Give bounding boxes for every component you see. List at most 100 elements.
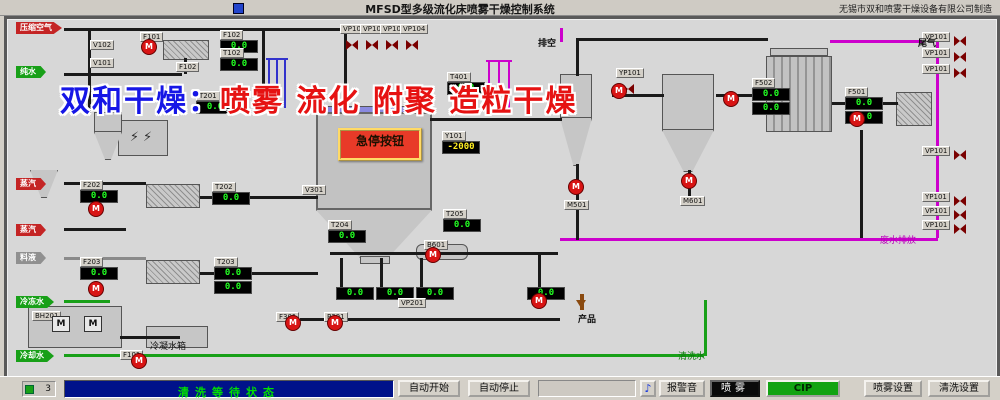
valve-icon[interactable] bbox=[954, 205, 966, 220]
valve-icon[interactable] bbox=[954, 145, 966, 160]
pipe bbox=[488, 62, 490, 108]
pipe bbox=[268, 60, 270, 108]
inlet-arrow: 料液 bbox=[16, 252, 46, 264]
text-label: 尾气 bbox=[918, 39, 937, 49]
value-display: 0.0 bbox=[214, 281, 252, 294]
text-label: 产品 bbox=[578, 315, 597, 325]
pipe bbox=[704, 300, 707, 356]
inlet-arrow: 蒸汽 bbox=[16, 178, 46, 190]
valve-icon[interactable] bbox=[366, 35, 378, 50]
cyclone-2-body bbox=[662, 74, 714, 130]
value-display: 0.0 bbox=[845, 97, 883, 110]
agitator-motor: M bbox=[52, 316, 70, 332]
motor-pump[interactable]: M bbox=[285, 315, 301, 331]
motor-pump[interactable]: M bbox=[88, 281, 104, 297]
valve-tag-label: VP101 bbox=[922, 32, 951, 42]
cip-button[interactable]: CIP bbox=[766, 380, 840, 397]
status-led-icon bbox=[25, 385, 34, 394]
motor-pump[interactable]: M bbox=[681, 173, 697, 189]
valve-icon[interactable] bbox=[346, 35, 358, 50]
value-display: 0.0 bbox=[212, 192, 250, 205]
valve-icon[interactable] bbox=[954, 31, 966, 46]
tag-label: T203 bbox=[214, 257, 238, 267]
valve-icon[interactable] bbox=[386, 35, 398, 50]
pipe bbox=[580, 294, 584, 310]
company-name: 无锡市双和喷雾干燥设备有限公司制造 bbox=[838, 5, 992, 15]
alarm-sound-button[interactable]: 报警音 bbox=[659, 380, 705, 397]
tag-label: M601 bbox=[680, 196, 706, 206]
status-text: 清洗等待状态 bbox=[178, 386, 280, 399]
footer-blank-panel bbox=[538, 380, 636, 397]
tag-label: V301 bbox=[302, 185, 327, 195]
alarm-sound-icon[interactable]: ♪ bbox=[640, 380, 656, 397]
lightning-icon: ⚡⚡ bbox=[129, 130, 157, 145]
inlet-arrow: 压缩空气 bbox=[16, 22, 62, 34]
pipe bbox=[560, 28, 563, 42]
screen-index-value: 3 bbox=[45, 384, 51, 394]
cyclone-1-body bbox=[560, 74, 592, 118]
clean-settings-button[interactable]: 清洗设置 bbox=[928, 380, 990, 397]
tag-label: F102 bbox=[220, 30, 244, 40]
motor-pump[interactable]: M bbox=[327, 315, 343, 331]
motor-pump[interactable]: M bbox=[723, 91, 739, 107]
value-display: 0.0 bbox=[416, 287, 454, 300]
emergency-stop-button[interactable]: 急停按钮 bbox=[338, 128, 422, 161]
tag-label: T202 bbox=[212, 182, 236, 192]
pipe bbox=[448, 252, 558, 255]
value-display: -2000 bbox=[442, 141, 480, 154]
inlet-arrow: 蒸汽 bbox=[16, 224, 46, 236]
electrostatic-filter: ⚡⚡ bbox=[118, 120, 168, 156]
motor-pump[interactable]: M bbox=[611, 83, 627, 99]
valve-tag-label: YP101 bbox=[616, 68, 644, 78]
tag-label: F203 bbox=[80, 257, 104, 267]
pipe bbox=[612, 94, 664, 97]
air-heater bbox=[163, 40, 209, 60]
pipe bbox=[200, 272, 318, 275]
motor-pump[interactable]: M bbox=[425, 247, 441, 263]
inlet-arrow: 冷冻水 bbox=[16, 296, 54, 308]
auto-start-button[interactable]: 自动开始 bbox=[398, 380, 460, 397]
pipe bbox=[88, 31, 91, 113]
steam-heater-1 bbox=[146, 184, 200, 208]
pipe bbox=[64, 257, 146, 260]
motor-pump[interactable]: M bbox=[88, 201, 104, 217]
valve-icon[interactable] bbox=[954, 47, 966, 62]
pipe bbox=[486, 60, 512, 62]
pipe bbox=[420, 258, 423, 288]
motor-pump[interactable]: M bbox=[849, 111, 865, 127]
motor-pump[interactable]: M bbox=[131, 353, 147, 369]
window-icon bbox=[233, 3, 244, 14]
pipe bbox=[936, 42, 939, 238]
valve-tag-label: VP101 bbox=[922, 64, 951, 74]
value-display: 0.0 bbox=[80, 267, 118, 280]
title-bar: MFSD型多级流化床喷雾干燥控制系统 无锡市双和喷雾干燥设备有限公司制造 bbox=[0, 0, 1000, 16]
valve-icon[interactable] bbox=[954, 219, 966, 234]
spray-button[interactable]: 喷雾 bbox=[710, 380, 760, 397]
text-label: 废水排放 bbox=[880, 236, 917, 246]
pipe bbox=[120, 336, 180, 339]
tag-label: T205 bbox=[443, 209, 467, 219]
valve-icon[interactable] bbox=[954, 63, 966, 78]
value-display: 0.0 bbox=[447, 82, 485, 95]
pipe bbox=[64, 354, 704, 357]
agitator-motor: M bbox=[84, 316, 102, 332]
text-label: 冷凝水箱 bbox=[150, 342, 187, 352]
value-display: 0.0 bbox=[80, 190, 118, 203]
pipe bbox=[716, 94, 768, 97]
tag-label: F501 bbox=[845, 87, 869, 97]
tag-label: F202 bbox=[80, 180, 104, 190]
value-display: 0.0 bbox=[336, 287, 374, 300]
bag-filter-cap bbox=[770, 48, 828, 56]
spray-settings-button[interactable]: 喷雾设置 bbox=[864, 380, 922, 397]
motor-pump[interactable]: M bbox=[568, 179, 584, 195]
tag-label: V101 bbox=[90, 58, 115, 68]
value-display: 0.0 bbox=[376, 287, 414, 300]
motor-pump[interactable]: M bbox=[531, 293, 547, 309]
valve-icon[interactable] bbox=[954, 191, 966, 206]
valve-tag-label: YP101 bbox=[922, 192, 950, 202]
auto-stop-button[interactable]: 自动停止 bbox=[468, 380, 530, 397]
motor-pump[interactable]: M bbox=[141, 39, 157, 55]
pipe bbox=[330, 252, 470, 255]
valve-icon[interactable] bbox=[406, 35, 418, 50]
